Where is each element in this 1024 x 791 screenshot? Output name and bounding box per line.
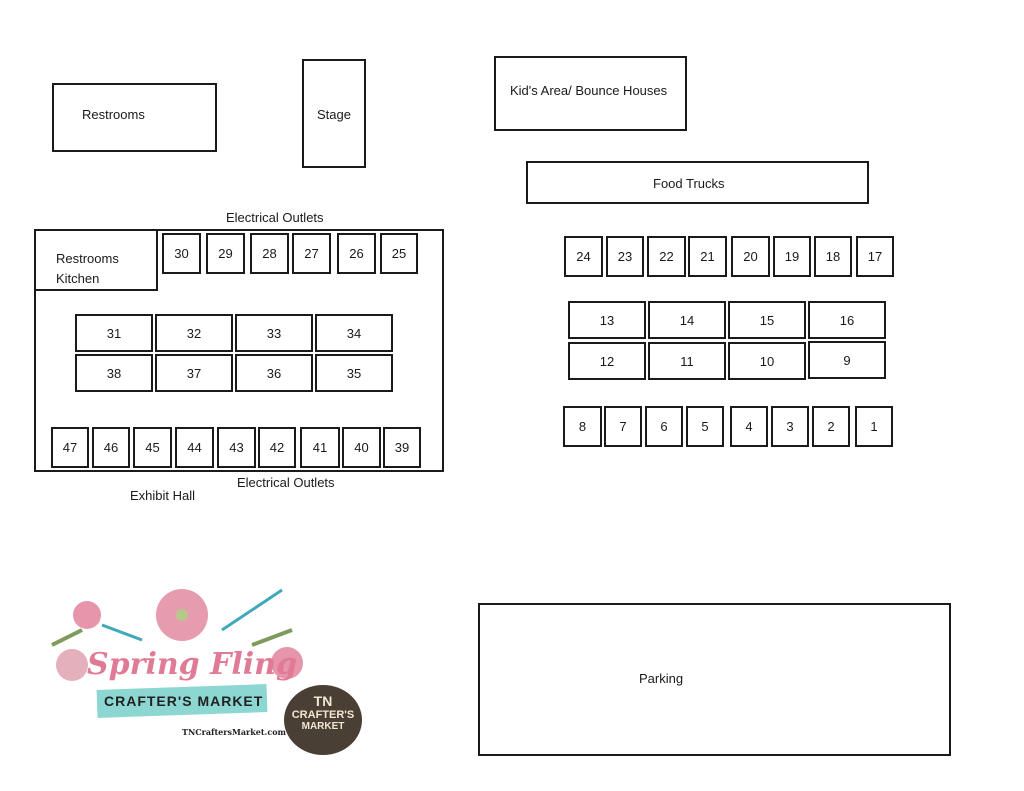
restrooms-label: Restrooms [82, 107, 145, 122]
food-trucks-area: Food Trucks [526, 161, 869, 204]
booth-24[interactable]: 24 [564, 236, 603, 277]
logo-url: TNCraftersMarket.com [182, 727, 287, 737]
booth-12[interactable]: 12 [568, 342, 646, 380]
tn-crafters-badge: TN CRAFTER'S MARKET [284, 685, 362, 755]
restrooms-area: Restrooms [52, 83, 217, 152]
booth-43[interactable]: 43 [217, 427, 256, 468]
booth-8[interactable]: 8 [563, 406, 602, 447]
booth-22[interactable]: 22 [647, 236, 686, 277]
booth-23[interactable]: 23 [606, 236, 644, 277]
parking-label: Parking [639, 671, 684, 686]
badge-line-2: CRAFTER'S [291, 709, 355, 721]
booth-25[interactable]: 25 [380, 233, 418, 274]
booth-13[interactable]: 13 [568, 301, 646, 339]
booth-29[interactable]: 29 [206, 233, 245, 274]
booth-7[interactable]: 7 [604, 406, 642, 447]
booth-21[interactable]: 21 [688, 236, 727, 277]
booth-32[interactable]: 32 [155, 314, 233, 352]
booth-17[interactable]: 17 [856, 236, 894, 277]
restrooms-kitchen-label-1: Restrooms [56, 251, 119, 266]
kids-area-label: Kid's Area/ Bounce Houses [510, 83, 668, 98]
spring-fling-logo: Spring Fling CRAFTER'S MARKET TNCrafters… [42, 585, 372, 755]
booth-47[interactable]: 47 [51, 427, 89, 468]
restrooms-kitchen-area: Restrooms Kitchen [34, 229, 158, 291]
booth-36[interactable]: 36 [235, 354, 313, 392]
booth-20[interactable]: 20 [731, 236, 770, 277]
booth-19[interactable]: 19 [773, 236, 811, 277]
parking-area: Parking [478, 603, 951, 756]
flower-decoration-icon [51, 588, 303, 718]
booth-14[interactable]: 14 [648, 301, 726, 339]
booth-41[interactable]: 41 [300, 427, 340, 468]
booth-38[interactable]: 38 [75, 354, 153, 392]
booth-18[interactable]: 18 [814, 236, 852, 277]
exhibit-hall-label: Exhibit Hall [130, 488, 196, 503]
electrical-outlets-top: Electrical Outlets [226, 210, 324, 225]
food-trucks-label: Food Trucks [653, 176, 725, 191]
booth-4[interactable]: 4 [730, 406, 768, 447]
booth-31[interactable]: 31 [75, 314, 153, 352]
booth-28[interactable]: 28 [250, 233, 289, 274]
booth-39[interactable]: 39 [383, 427, 421, 468]
badge-line-3: MARKET [301, 721, 345, 732]
booth-42[interactable]: 42 [258, 427, 296, 468]
booth-2[interactable]: 2 [812, 406, 850, 447]
booth-16[interactable]: 16 [808, 301, 886, 339]
stage-label: Stage [317, 107, 351, 122]
booth-15[interactable]: 15 [728, 301, 806, 339]
booth-33[interactable]: 33 [235, 314, 313, 352]
booth-9[interactable]: 9 [808, 341, 886, 379]
booth-11[interactable]: 11 [648, 342, 726, 380]
booth-27[interactable]: 27 [292, 233, 331, 274]
restrooms-kitchen-label-2: Kitchen [56, 271, 100, 286]
stage-area: Stage [302, 59, 366, 168]
booth-40[interactable]: 40 [342, 427, 381, 468]
booth-1[interactable]: 1 [855, 406, 893, 447]
booth-3[interactable]: 3 [771, 406, 809, 447]
logo-subtitle: CRAFTER'S MARKET [104, 693, 264, 709]
booth-34[interactable]: 34 [315, 314, 393, 352]
booth-5[interactable]: 5 [686, 406, 724, 447]
booth-6[interactable]: 6 [645, 406, 683, 447]
booth-37[interactable]: 37 [155, 354, 233, 392]
kids-area: Kid's Area/ Bounce Houses [494, 56, 687, 131]
electrical-outlets-bottom: Electrical Outlets [237, 475, 335, 490]
booth-30[interactable]: 30 [162, 233, 201, 274]
booth-44[interactable]: 44 [175, 427, 214, 468]
badge-line-1: TN [313, 693, 333, 709]
booth-26[interactable]: 26 [337, 233, 376, 274]
booth-46[interactable]: 46 [92, 427, 130, 468]
booth-45[interactable]: 45 [133, 427, 172, 468]
booth-10[interactable]: 10 [728, 342, 806, 380]
logo-title: Spring Fling [87, 647, 297, 682]
booth-35[interactable]: 35 [315, 354, 393, 392]
